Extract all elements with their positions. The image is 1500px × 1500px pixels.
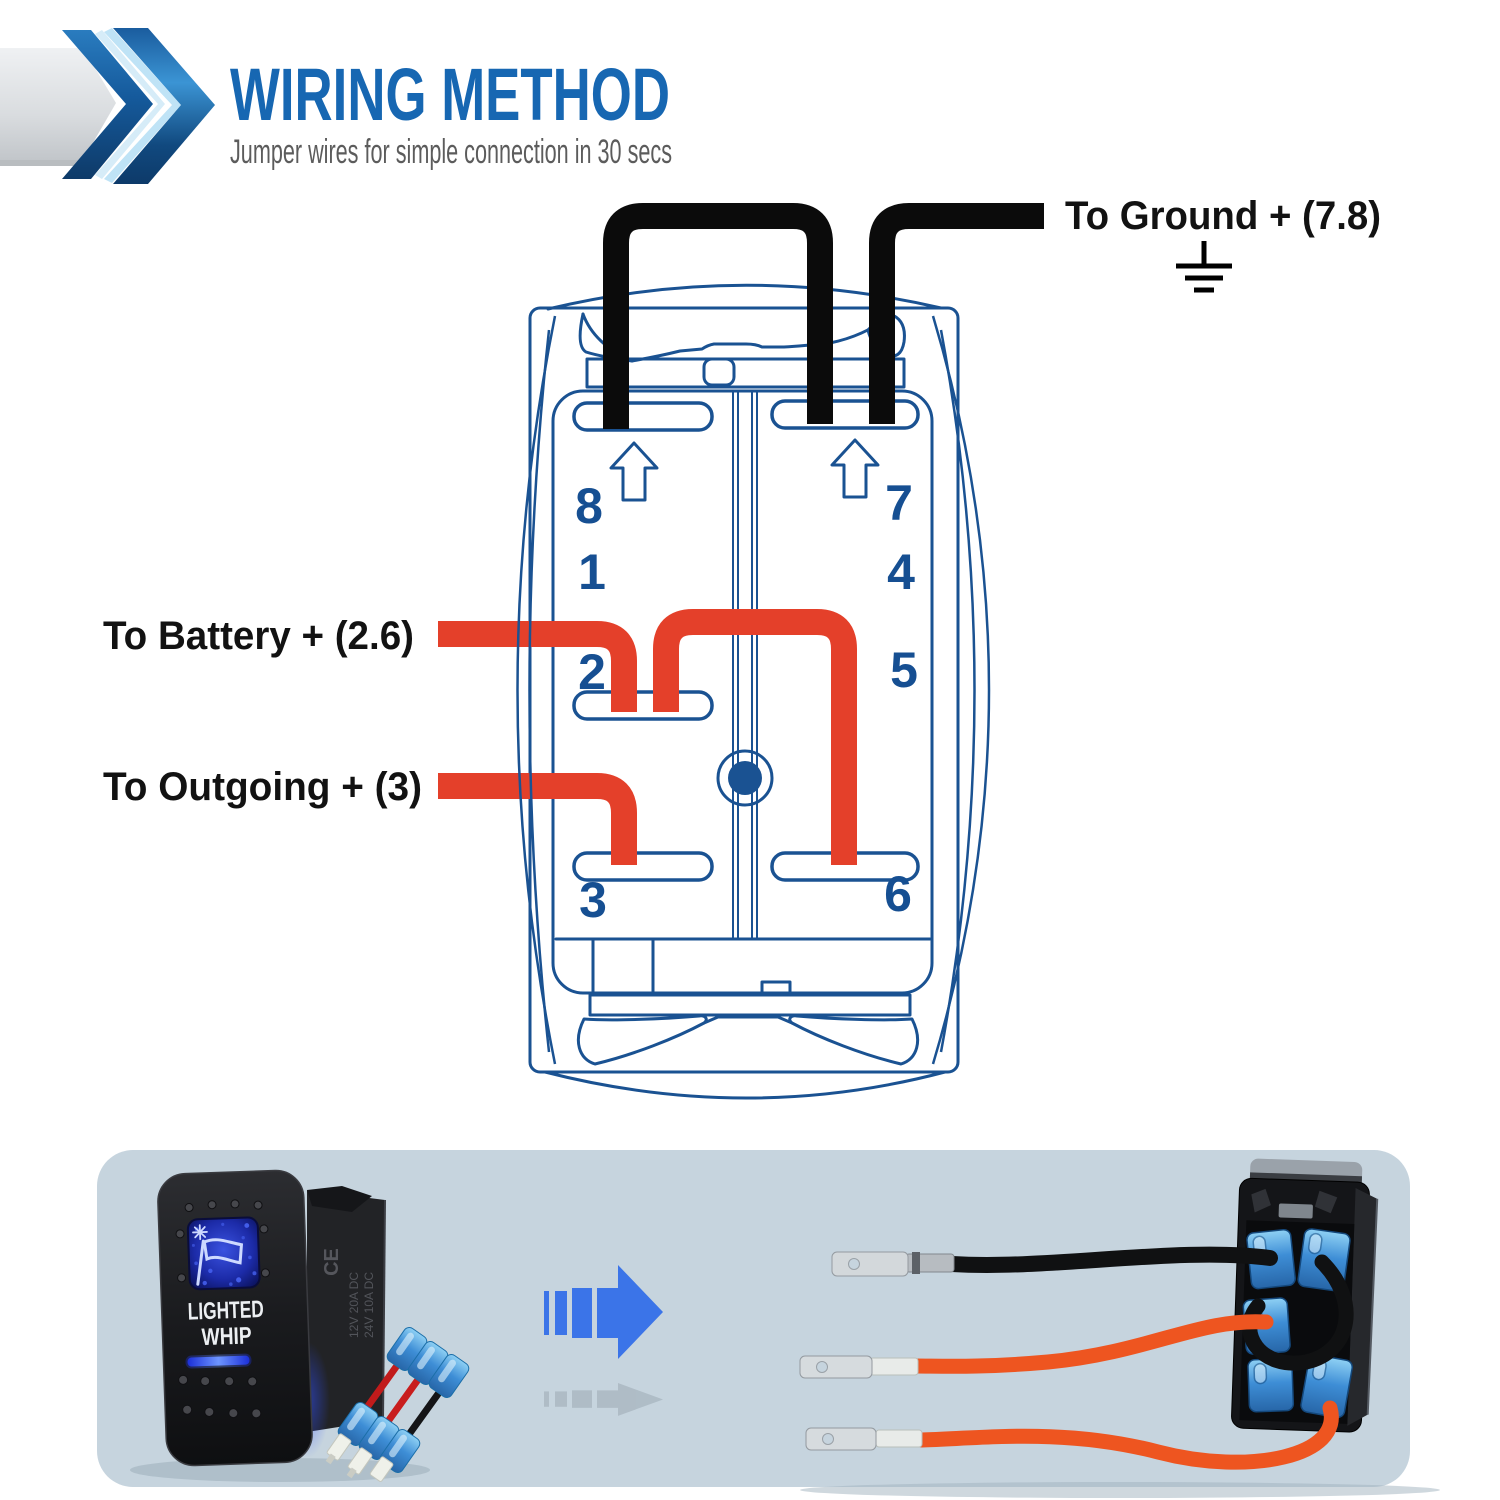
center-divider [732, 391, 758, 939]
bottom-sub-dividers [591, 937, 655, 995]
battery-jumper-wire-red [653, 609, 857, 865]
arrow-reflection [544, 1383, 663, 1416]
forward-arrow-icon [544, 1265, 663, 1416]
spade-hole-orange1 [816, 1361, 828, 1373]
terminal-number-1: 1 [578, 544, 606, 600]
body-side-highlight [1366, 1198, 1379, 1415]
center-pivot-dot [728, 761, 762, 795]
terminal-number-3: 3 [579, 872, 607, 928]
crimp-sleeve-orange1 [869, 1357, 919, 1376]
product-panel: CE 12V 20A DC 24V 10A DC [97, 1150, 1440, 1498]
switch-bottom-dome [543, 1070, 947, 1100]
crimp-sleeve-orange2 [875, 1429, 923, 1448]
terminal-slot-7 [770, 399, 920, 430]
terminal-slot-3 [572, 851, 714, 882]
spade-terminal-orange2 [805, 1427, 877, 1451]
ground-label: To Ground + (7.8) [1065, 194, 1381, 238]
page-title: WIRING METHOD [230, 53, 670, 136]
wires [438, 203, 1044, 865]
jumper-wire-2 [346, 1341, 449, 1479]
spade-hole-orange2 [822, 1433, 834, 1445]
center-bracket [1278, 1203, 1313, 1219]
ground-wire-black [869, 203, 1044, 424]
terminal-number-5: 5 [890, 642, 918, 698]
spade-hole-black [848, 1258, 860, 1270]
chevron-logo-icon [0, 28, 215, 184]
led-texture-dots [191, 1222, 257, 1286]
spade-terminal-orange1 [799, 1355, 873, 1379]
switch-label-line1: LIGHTED [187, 1296, 264, 1326]
jumper-wire-3 [369, 1354, 470, 1482]
product-battery-wire [799, 1314, 1274, 1379]
side-arcs [516, 315, 991, 1065]
terminal-number-8: 8 [575, 478, 603, 534]
terminal-number-7: 7 [885, 475, 913, 531]
up-arrow-icon-left [609, 441, 659, 502]
ground-jumper-wire-black [603, 203, 833, 429]
chevron-front [113, 28, 215, 184]
outgoing-label: To Outgoing + (3) [103, 765, 422, 809]
terminal-slot-8 [572, 401, 714, 432]
switch-mount-clip [307, 1186, 372, 1212]
flag-sparkle [192, 1224, 208, 1241]
panel-background [97, 1150, 1410, 1487]
clip-left [1251, 1188, 1271, 1213]
outgoing-wire-red [438, 773, 637, 865]
page-subtitle: Jumper wires for simple connection in 30… [230, 133, 672, 171]
wire-labels: To Ground + (7.8) To Battery + (2.6) To … [103, 194, 1381, 809]
side-mark-spec2: 24V 10A DC [362, 1272, 376, 1338]
up-arrow-icon-right [830, 438, 880, 499]
black-wire-loop [1242, 1254, 1354, 1371]
battery-label: To Battery + (2.6) [103, 614, 414, 658]
side-mark-spec1: 12V 20A DC [347, 1272, 361, 1338]
top-bar [585, 357, 906, 389]
terminal-number-6: 6 [884, 866, 912, 922]
bottom-tab [760, 980, 792, 997]
clip-right [1314, 1190, 1338, 1214]
jumper-wire-kit [325, 1327, 470, 1482]
wired-switch-photo [799, 1158, 1440, 1498]
product-ground-wire [831, 1246, 1354, 1371]
led-strip [187, 1355, 250, 1367]
center-pivot-ring [716, 749, 774, 807]
product-outgoing-wire [805, 1400, 1339, 1470]
wired-switch-shadow [800, 1482, 1440, 1498]
terminal-number-2: 2 [578, 644, 606, 700]
switch-inner-body [551, 389, 934, 995]
whip-flag-icon [192, 1224, 244, 1286]
terminal-number-4: 4 [887, 544, 915, 600]
header: WIRING METHOD Jumper wires for simple co… [0, 28, 672, 184]
jumper-wire-1 [325, 1327, 428, 1465]
terminal-numbers: 8 7 1 4 2 5 3 6 [575, 475, 918, 928]
switch-label-line2: WHIP [201, 1322, 252, 1351]
chevron-back [62, 30, 153, 179]
side-mark-ce: CE [321, 1248, 343, 1276]
battery-wire-red [438, 621, 637, 712]
lighted-symbol-window [186, 1216, 261, 1291]
logo-gray-arrow-shadow [0, 160, 88, 166]
wired-switch-body [1231, 1158, 1379, 1433]
switch-face-group: LIGHTED WHIP [157, 1169, 313, 1467]
top-bar-notch [702, 357, 736, 387]
rocker-switch-photo: CE 12V 20A DC 24V 10A DC [130, 1169, 470, 1482]
bottom-bar [588, 993, 912, 1017]
ground-symbol-icon [1176, 241, 1232, 293]
spade-terminal-black [831, 1251, 909, 1277]
bottom-wing-bridge [702, 1015, 794, 1025]
crimp-band-black [912, 1252, 920, 1274]
face-rivets [175, 1199, 270, 1419]
logo-gray-arrow [0, 48, 116, 160]
terminal-slot-2 [572, 690, 714, 721]
